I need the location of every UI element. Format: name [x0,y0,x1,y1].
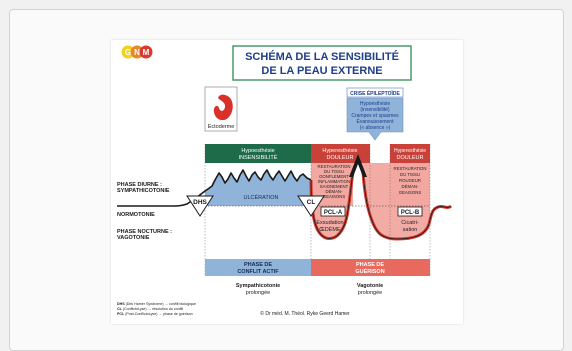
crisis-line-5: (« absence ») [360,125,391,131]
logo-letter-g: G [125,48,131,57]
cl-marker: CL [297,195,325,217]
credit: © Dr méd. M. Théol. Ryke Geerd Hamer [260,310,350,317]
header-pain-b-line-1: Hyperesthésie [394,148,426,154]
title-line-2: DE LA PEAU EXTERNE [261,65,382,77]
phase-active-line-2: CONFLIT ACTIF [237,269,279,275]
embryo-icon [213,94,233,121]
sympathicotonia-curve [117,169,312,207]
title-line-1: SCHÉMA DE LA SENSIBILITÉ [245,50,399,63]
crisis-line-2: (insensibilité) [360,107,390,113]
phase-diurne-line-2: SYMPATHICOTONIE [117,188,170,194]
restoration-a-text: RESTAURATION DU TISSU GONFLEMENT INFLAMM… [317,164,350,199]
healing-curve-b-outline [362,171,452,240]
cicatrisation-line-1: Cicatri- [401,220,419,226]
restoration-a-line: SAIGNEMENT [320,184,349,189]
restoration-a-line: DÉMAN- [326,189,344,194]
phase-nocturne-line-2: VAGOTONIE [117,235,150,241]
dhs-label: DHS [193,199,207,206]
logo-letter-n: N [134,48,140,57]
restoration-b-area [390,163,430,206]
exudation-line-2: ŒDÈME [319,226,341,233]
phase-diurne-line-1: PHASE DIURNE : [117,182,162,188]
restoration-a-line: RESTAURATION [317,164,350,169]
pcl-b-badge: PCL-B [397,206,423,217]
crisis-box: CRISE ÉPILEPTOÏDE Hypoesthésie (insensib… [346,87,404,141]
restoration-a-line: GONFLEMENT [319,174,349,179]
healing-sub-line-1: Vagotonie [357,283,383,289]
healing-sub-line-2: prolongée [358,290,382,296]
embryo-box: Ectoderme [204,86,238,132]
phase-healing-bar [311,259,430,276]
normotonie-label: NORMOTONIE [117,212,155,218]
header-pain-a [311,144,370,163]
restoration-b-line: DÉMAN- [402,184,420,189]
exudation-line-1: Exsudation [316,220,343,226]
phase-healing-line-2: GUÉRISON [355,267,384,275]
crisis-line-4: Évanouissement [357,118,395,125]
header-pain-a-line-2: DOULEUR [327,155,354,161]
healing-curve-a-outline [310,171,354,239]
header-insensibility-line-2: INSENSIBILITÉ [239,154,278,161]
header-pain-a-line-1: Hyperesthésie [322,148,357,154]
title-box: SCHÉMA DE LA SENSIBILITÉ DE LA PEAU EXTE… [232,45,412,81]
restoration-b-line: DU TISSU [400,172,420,177]
header-insensibility [205,144,311,163]
crisis-callout [346,97,404,141]
cicatrisation-line-2: sation [403,227,418,233]
gnm-logo: G N M [121,45,153,59]
skin-sensitivity-diagram: G N M SCHÉMA DE LA SENSIBILITÉ DE LA PEA… [117,45,453,317]
pcl-a-badge: PCL-A [320,206,346,217]
diagram-card: G N M SCHÉMA DE LA SENSIBILITÉ DE LA PEA… [111,40,463,324]
crisis-line-3: Crampes et spasmes [351,113,399,119]
pcl-a-label: PCL-A [324,210,343,216]
active-sub-line-2: prolongée [246,290,270,296]
header-pain-b [390,144,430,163]
restoration-b-text: RESTAURATION DU TISSU ROUGEUR DÉMAN- GEA… [393,166,426,195]
footnote-pcl: PCL (Post-ConflictoLyse) → phase de guér… [117,312,193,316]
restoration-b-line: RESTAURATION [393,166,426,171]
phase-active-line-1: PHASE DE [244,262,272,268]
logo-letter-m: M [143,48,150,57]
restoration-a-line: GEAISONS [323,194,346,199]
restoration-b-line: GEAISONS [399,190,422,195]
footnote-dhs: DHS (Dirk Hamer Syndrome) → conflit biol… [117,302,196,306]
footnotes: DHS (Dirk Hamer Syndrome) → conflit biol… [117,302,196,316]
footnote-cl: CL (ConflictoLyse) → résolution du confl… [117,307,183,311]
phase-active-bar [205,259,311,276]
embryo-caption: Ectoderme [208,124,235,130]
dhs-marker: DHS [186,195,214,217]
sympathicotonia-area [205,170,311,206]
ulceration-label: ULCÉRATION [243,194,278,201]
crisis-line-1: Hypoesthésie [360,101,391,107]
header-pain-b-line-2: DOULEUR [397,155,424,161]
phase-healing-line-1: PHASE DE [356,262,384,268]
restoration-b-line: ROUGEUR [399,178,421,183]
active-sub-line-1: Sympathicotonie [236,283,280,289]
crisis-spike-arrow [349,154,367,177]
cl-label: CL [307,199,316,206]
restoration-a-line: DU TISSU [324,169,344,174]
restoration-a-line: INFLAMMATION [318,179,350,184]
header-insensibility-line-1: Hypoesthésie [241,148,274,154]
crisis-title: CRISE ÉPILEPTOÏDE [350,89,400,97]
phase-nocturne-line-1: PHASE NOCTURNE : [117,229,172,235]
pcl-b-label: PCL-B [401,210,420,216]
